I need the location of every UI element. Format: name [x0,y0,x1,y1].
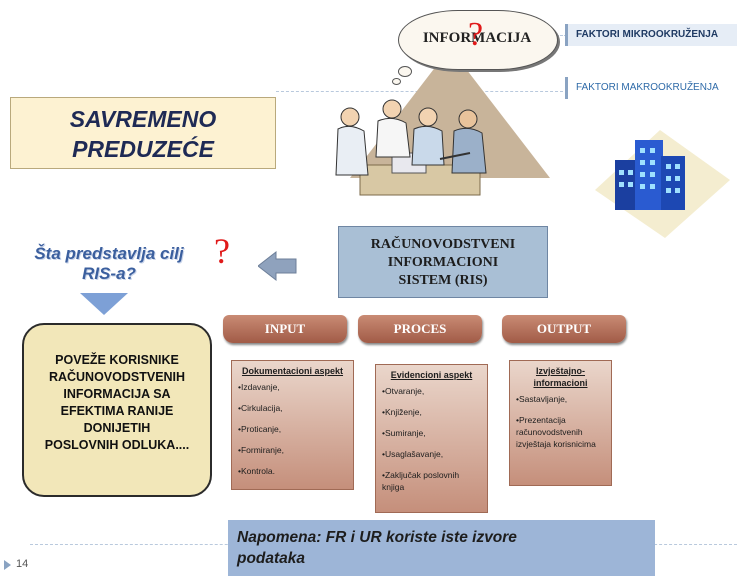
note-box: Napomena: FR i UR koriste iste izvore po… [228,520,655,576]
tab-input[interactable]: INPUT [223,315,347,343]
list-item: •Sumiranje, [382,428,426,438]
input-column: Dokumentacioni aspekt •Izdavanje, •Cirku… [231,360,354,490]
ris-line3: SISTEM (RIS) [398,273,488,288]
list-item: •Knjiženje, [382,407,422,417]
company-title-box: SAVREMENO PREDUZEĆE [10,97,276,169]
output-column: Izvještajno-informacioni •Sastavljanje, … [509,360,612,486]
list-item: •Prezentacija računovodstvenih izvještaj… [516,415,596,449]
goal-line1: POVEŽE KORISNIKE [55,353,179,367]
ris-line1: RAČUNOVODSTVENI [370,237,516,252]
page-arrow-icon [4,560,11,570]
goal-line3: INFORMACIJA SA [63,387,171,401]
tab-proces[interactable]: PROCES [358,315,482,343]
list-item: •Proticanje, [238,424,282,434]
goal-line4: EFEKTIMA RANIJE [60,404,174,418]
faktori-makrookruzenja[interactable]: FAKTORI MAKROOKRUŽENJA [565,77,737,99]
input-header: Dokumentacioni aspekt [241,366,344,376]
proces-header: Evidencioni aspekt [390,370,473,380]
thought-bubble-small [392,78,401,85]
ris-title-box: RAČUNOVODSTVENI INFORMACIONI SISTEM (RIS… [338,226,548,298]
faktori-mikrookruzenja[interactable]: FAKTORI MIKROOKRUŽENJA [565,24,737,46]
meeting-people-illustration [335,99,487,196]
building-illustration [595,130,730,238]
list-item: •Usaglašavanje, [382,449,444,459]
list-item: •Otvaranje, [382,386,425,396]
list-item: •Formiranje, [238,445,284,455]
goal-answer-box: POVEŽE KORISNIKE RAČUNOVODSTVENIH INFORM… [22,323,212,497]
ris-line2: INFORMACIONI [387,255,499,270]
goal-line6: POSLOVNIH ODLUKA.... [44,438,190,452]
company-line1: SAVREMENO [69,106,217,132]
triangle-down-icon [80,293,128,315]
list-item: •Kontrola. [238,466,275,476]
thought-bubble [398,66,412,77]
arrow-left-icon [258,250,297,282]
red-question-mark-icon: ? [214,231,230,271]
page-number: 14 [16,558,29,570]
goal-line5: DONIJETIH [83,421,151,435]
goal-question: Šta predstavlja cilj RIS-a? [16,244,202,284]
output-header: Izvještajno-informacioni [533,366,588,388]
note-line1: Napomena: FR i UR koriste iste izvore [237,529,517,546]
company-line2: PREDUZEĆE [72,136,214,162]
goal-line2: RAČUNOVODSTVENIH [48,370,186,384]
thought-cloud [398,10,558,70]
tab-output[interactable]: OUTPUT [502,315,626,343]
list-item: •Cirkulacija, [238,403,283,413]
goal-question-line2: RIS-a? [82,264,136,283]
divider-top [552,35,567,36]
note-line2: podataka [237,550,306,567]
cloud-label: INFORMACIJA [422,30,532,46]
proces-column: Evidencioni aspekt •Otvaranje, •Knjiženj… [375,364,488,513]
list-item: •Zaključak poslovnih knjiga [382,470,460,492]
list-item: •Sastavljanje, [516,394,568,404]
goal-question-line1: Šta predstavlja cilj [34,244,184,263]
list-item: •Izdavanje, [238,382,280,392]
question-mark-icon: ? [468,16,484,53]
